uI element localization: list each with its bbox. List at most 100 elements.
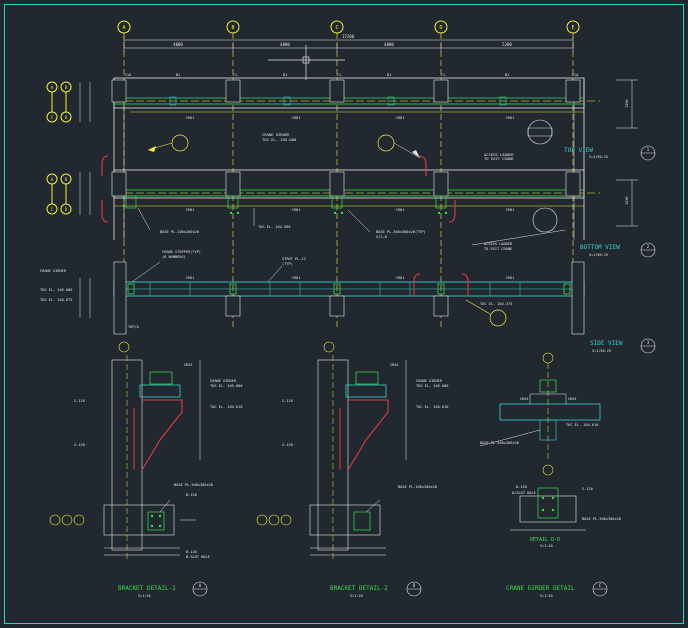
label-strut-2: (TYP) xyxy=(282,262,293,266)
left-grid-bubbles xyxy=(46,81,72,215)
svg-text:1350: 1350 xyxy=(625,197,629,205)
col-tag-4: C1 xyxy=(441,73,445,77)
left-grid-a: A xyxy=(51,85,54,90)
cr-tag-b2: CR01 xyxy=(292,208,301,212)
label-strut: STRUT PL-12 xyxy=(282,257,306,261)
bracket-detail-1-num: A xyxy=(199,583,202,588)
b2-cr01: CR01 xyxy=(390,363,399,367)
bottom-view-num: 2 xyxy=(647,244,650,249)
left-grid-e: A xyxy=(51,177,54,182)
cr-tag-b1: CR01 xyxy=(186,208,195,212)
b1-s110: S-110 xyxy=(74,399,85,403)
dd-base-pl-2: BASE PL-300x300x20 xyxy=(582,517,621,521)
beam-tag-3: B1 xyxy=(387,73,391,77)
dim-overall: 17200 xyxy=(342,34,355,39)
b2-crane-girder: CRANE GIRDER xyxy=(416,379,443,383)
col-tag-3: C1 xyxy=(337,73,341,77)
label-crane-stopper: CRANE STOPPER(TYP) xyxy=(162,250,201,254)
side-view-num: 3 xyxy=(647,340,650,345)
bracket-detail-1-scale: S=1:20 xyxy=(138,594,151,598)
b1-toc: TOC EL. 104.610 xyxy=(210,405,242,409)
beam-tag-4: B1 xyxy=(505,73,509,77)
side-view-elevation xyxy=(113,261,585,335)
detail-dd-title: DETAIL D-D xyxy=(530,537,560,543)
b1-base-pl: BASE PL-300x300x20 xyxy=(174,483,213,487)
dim-span-2: 4000 xyxy=(280,42,290,47)
dd-base-pl: BASE PL-300x300x20 xyxy=(480,441,519,445)
top-view-plan: 1350 xyxy=(111,77,638,240)
left-grid-b: B xyxy=(65,85,68,90)
label-tos-bottom: TOS EL. 104.500 xyxy=(258,225,290,229)
col-tag-5: C1A xyxy=(572,73,579,77)
label-access-ladder-2: ACCESS LADDER xyxy=(484,242,513,246)
cr-tag-3: CR01 xyxy=(396,116,405,120)
col-tag-2: C1 xyxy=(233,73,237,77)
side-view-title: SIDE VIEW xyxy=(590,340,623,347)
cr-tag-2: CR01 xyxy=(292,116,301,120)
b1-b120b: B-120 xyxy=(186,550,197,554)
label-crane-stopper-2: (6 NUMBERS) xyxy=(162,255,186,259)
bracket-detail-2 xyxy=(256,341,422,597)
label-crane-girder: CRANE GIRDER xyxy=(262,132,290,137)
grid-label-4: D xyxy=(439,25,442,31)
cr-tag-s1: CR01 xyxy=(186,276,195,280)
detail-dd-scale: S=1:10 xyxy=(540,544,553,548)
b2-tos: TOS EL. 105.000 xyxy=(416,384,448,388)
beam-tag-1: B1 xyxy=(176,73,180,77)
dim-span-4: 5200 xyxy=(502,42,512,47)
bracket-detail-2-num: B xyxy=(413,583,416,588)
top-view-scale: S=1/50:25 xyxy=(589,155,608,159)
bottom-view-plan: 1350 xyxy=(101,155,638,246)
crane-girder-detail-title: CRANE GIRDER DETAIL xyxy=(506,585,575,592)
b2-toc: TOC EL. 104.610 xyxy=(416,405,448,409)
b1-crane-girder: CRANE GIRDER xyxy=(210,379,237,383)
cr-tag-4: CR01 xyxy=(506,116,515,120)
bottom-view-title: BOTTOM VIEW xyxy=(580,244,620,251)
top-view-num: 1 xyxy=(647,147,650,152)
dim-span-3: 4000 xyxy=(384,42,394,47)
b2-base-pl: BASE PL-100x200x20 xyxy=(398,485,437,489)
bracket-detail-1-title: BRACKET DETAIL-1 xyxy=(118,585,176,592)
b2-s120: S-120 xyxy=(282,443,293,447)
grid-label-1: A xyxy=(122,25,125,31)
b1-cr01: CR01 xyxy=(184,363,193,367)
left-dim-ticks xyxy=(79,82,91,318)
b1-slot: B-SLOT HOLE xyxy=(186,555,210,559)
top-view-title: TOP VIEW xyxy=(564,147,593,154)
label-access-ladder-1: ACCESS LADDER xyxy=(484,152,514,157)
cr-tag-s3: CR01 xyxy=(396,276,405,280)
top-dimensions xyxy=(123,36,574,52)
left-grid-c: C xyxy=(51,115,54,120)
label-exit-crane-1: TO EXIT CRANE xyxy=(484,156,514,161)
cr-tag-b3: CR01 xyxy=(396,208,405,212)
left-grid-f: B xyxy=(65,177,68,182)
label-crane-girder-tos: TOS EL. 105.000 xyxy=(262,137,297,142)
cr-tag-b4: CR01 xyxy=(506,208,515,212)
crane-girder-detail-num: C xyxy=(599,583,602,588)
label-toc-right: TOC EL. 104.375 xyxy=(480,302,512,306)
left-grid-d: D xyxy=(65,115,68,120)
label-exit-crane-2: TO EXIT CRANE xyxy=(484,247,512,251)
dd-toc: TOC EL. 104.610 xyxy=(566,423,598,427)
side-view-scale: S=1/50:25 xyxy=(592,349,611,353)
b1-b120: B-120 xyxy=(186,493,197,497)
grid-label-3: C xyxy=(335,25,338,31)
grid-label-5: E xyxy=(571,25,574,31)
bracket-detail-1 xyxy=(49,341,208,597)
bracket-detail-2-scale: S=1:20 xyxy=(350,594,363,598)
label-tos-left-2: TOS EL. 104.875 xyxy=(40,298,72,302)
cr-tag-s2: CR01 xyxy=(292,276,301,280)
top-grid-bubbles xyxy=(117,20,580,330)
dd-cr01: CR01 xyxy=(520,397,529,401)
sheet-border xyxy=(4,4,684,624)
label-tos-left-1: TOS EL. 105.000 xyxy=(40,288,72,292)
crane-girder-detail-scale: S=1:20 xyxy=(540,594,553,598)
label-crane-girder-left: CRANE GIRDER xyxy=(40,269,67,273)
label-base-pl-b: BASE PL-300x300x20(TYP) xyxy=(376,230,426,234)
bottom-view-scale: S=1/50:25 xyxy=(589,253,608,257)
b1-tos: TOS EL. 105.000 xyxy=(210,384,242,388)
label-base-pl-b2: S/S-B xyxy=(376,235,387,239)
grid-label-2: B xyxy=(231,25,234,31)
dd-b120: B-120 xyxy=(516,485,527,489)
